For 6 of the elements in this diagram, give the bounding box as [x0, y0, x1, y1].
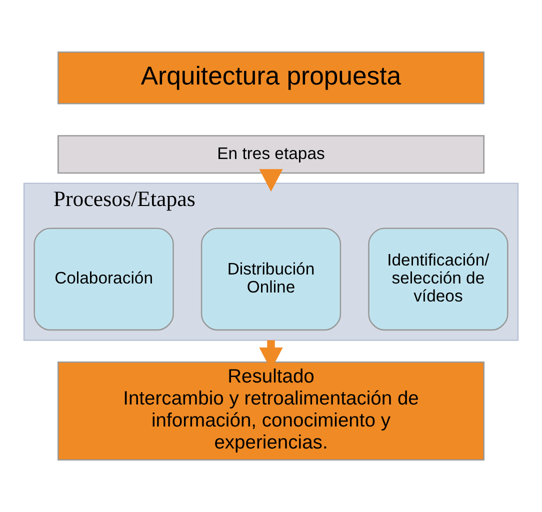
node-box: Colaboración — [34, 228, 174, 331]
node-box: Distribución Online — [200, 228, 342, 331]
node-box: Resultado Intercambio y retroalimentación de información, conocimiento y experiencias. — [58, 361, 484, 460]
node-box: Identificación/ selección de vídeos — [368, 228, 508, 331]
arrow — [259, 169, 283, 192]
node-box: Arquitectura propuesta — [58, 52, 484, 104]
